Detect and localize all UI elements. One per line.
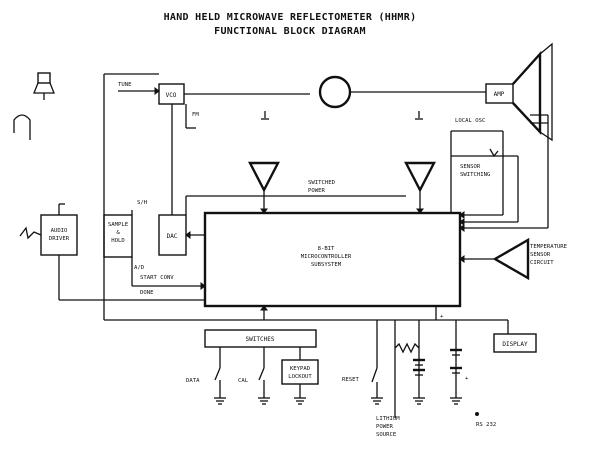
temperature-sensor-triangle <box>492 237 530 281</box>
display-label: DISPLAY <box>502 341 528 348</box>
start-conv-label: START CONV <box>140 275 174 281</box>
temp-sensor-label-2: SENSOR <box>530 252 551 258</box>
power-source-label-1: LITHIUM <box>376 416 400 422</box>
vco-label: VCO <box>166 92 177 99</box>
keypad-label-1: KEYPAD <box>290 366 311 372</box>
sample-hold-label-2: & <box>116 230 120 236</box>
ground-icon <box>294 397 306 405</box>
amp-label: AMP <box>494 91 505 98</box>
battery-icon <box>450 348 462 374</box>
a-d-label: A/D <box>134 265 145 271</box>
local-osc-label: LOCAL OSC <box>455 118 485 124</box>
sample-hold-label-1: SAMPLE <box>108 222 129 228</box>
plus-sign-top: + <box>440 314 444 320</box>
keypad-lockout-block <box>281 359 319 385</box>
sample-hold-label-3: HOLD <box>111 238 125 244</box>
rs232-label: RS 232 <box>476 422 496 428</box>
switches-bar <box>204 329 317 348</box>
switched-power-amp-right <box>404 161 436 193</box>
plus-sign-battery: + <box>465 376 469 382</box>
battery-icon <box>413 358 425 376</box>
ground-icon <box>258 397 270 405</box>
s-h-label: S/H <box>137 200 147 206</box>
ground-icon <box>413 397 425 405</box>
ground-icon <box>450 397 462 405</box>
switched-power-label-1: SWITCHED <box>308 180 336 186</box>
resistor-icon <box>394 342 420 354</box>
mcu-label-2: MICROCONTROLLER <box>301 254 352 260</box>
audio-driver-block <box>40 214 78 256</box>
data-switch-icon <box>214 367 221 381</box>
display-block <box>493 333 537 353</box>
circulator-icon <box>318 75 352 109</box>
done-label: DONE <box>140 290 154 296</box>
mcu-label-1: 8-BIT <box>318 246 335 252</box>
dac-label: DAC <box>167 233 178 240</box>
waveform-icon <box>13 114 31 133</box>
temp-sensor-label-1: TEMPERATURE <box>530 244 568 250</box>
switches-label: SWITCHES <box>246 336 275 343</box>
amp-block <box>485 83 514 104</box>
diagram-title-line2: FUNCTIONAL BLOCK DIAGRAM <box>214 26 366 37</box>
zigzag-input-icon <box>19 226 42 240</box>
ground-icon <box>371 397 383 405</box>
switched-power-label-2: POWER <box>308 188 325 194</box>
sensor-switching-label-1: SENSOR <box>460 164 481 170</box>
speaker-icon <box>33 72 55 100</box>
sample-hold-block <box>103 214 133 258</box>
tune-label: TUNE <box>118 82 132 88</box>
switched-power-amp-left <box>248 161 280 193</box>
audio-driver-label-1: AUDIO <box>51 228 68 234</box>
mcu-label-3: SUBSYSTEM <box>311 262 342 268</box>
power-source-label-3: SOURCE <box>376 432 397 438</box>
power-source-label-2: POWER <box>376 424 393 430</box>
audio-driver-label-2: DRIVER <box>49 236 70 242</box>
reset-switch-icon <box>371 367 378 383</box>
diagram-title-line1: HAND HELD MICROWAVE REFLECTOMETER (HHMR) <box>164 12 417 23</box>
ground-icon <box>214 397 226 405</box>
keypad-label-2: LOCKOUT <box>288 374 312 380</box>
temp-sensor-label-3: CIRCUIT <box>530 260 554 266</box>
fm-label: FM <box>192 112 199 118</box>
sensor-switching-label-2: SWITCHING <box>460 172 491 178</box>
data-switch-label: DATA <box>186 378 200 384</box>
cal-switch-icon <box>258 367 265 381</box>
cal-switch-label: CAL <box>238 378 249 384</box>
reset-switch-label: RESET <box>342 377 359 383</box>
horn-antenna-icon <box>512 50 542 136</box>
